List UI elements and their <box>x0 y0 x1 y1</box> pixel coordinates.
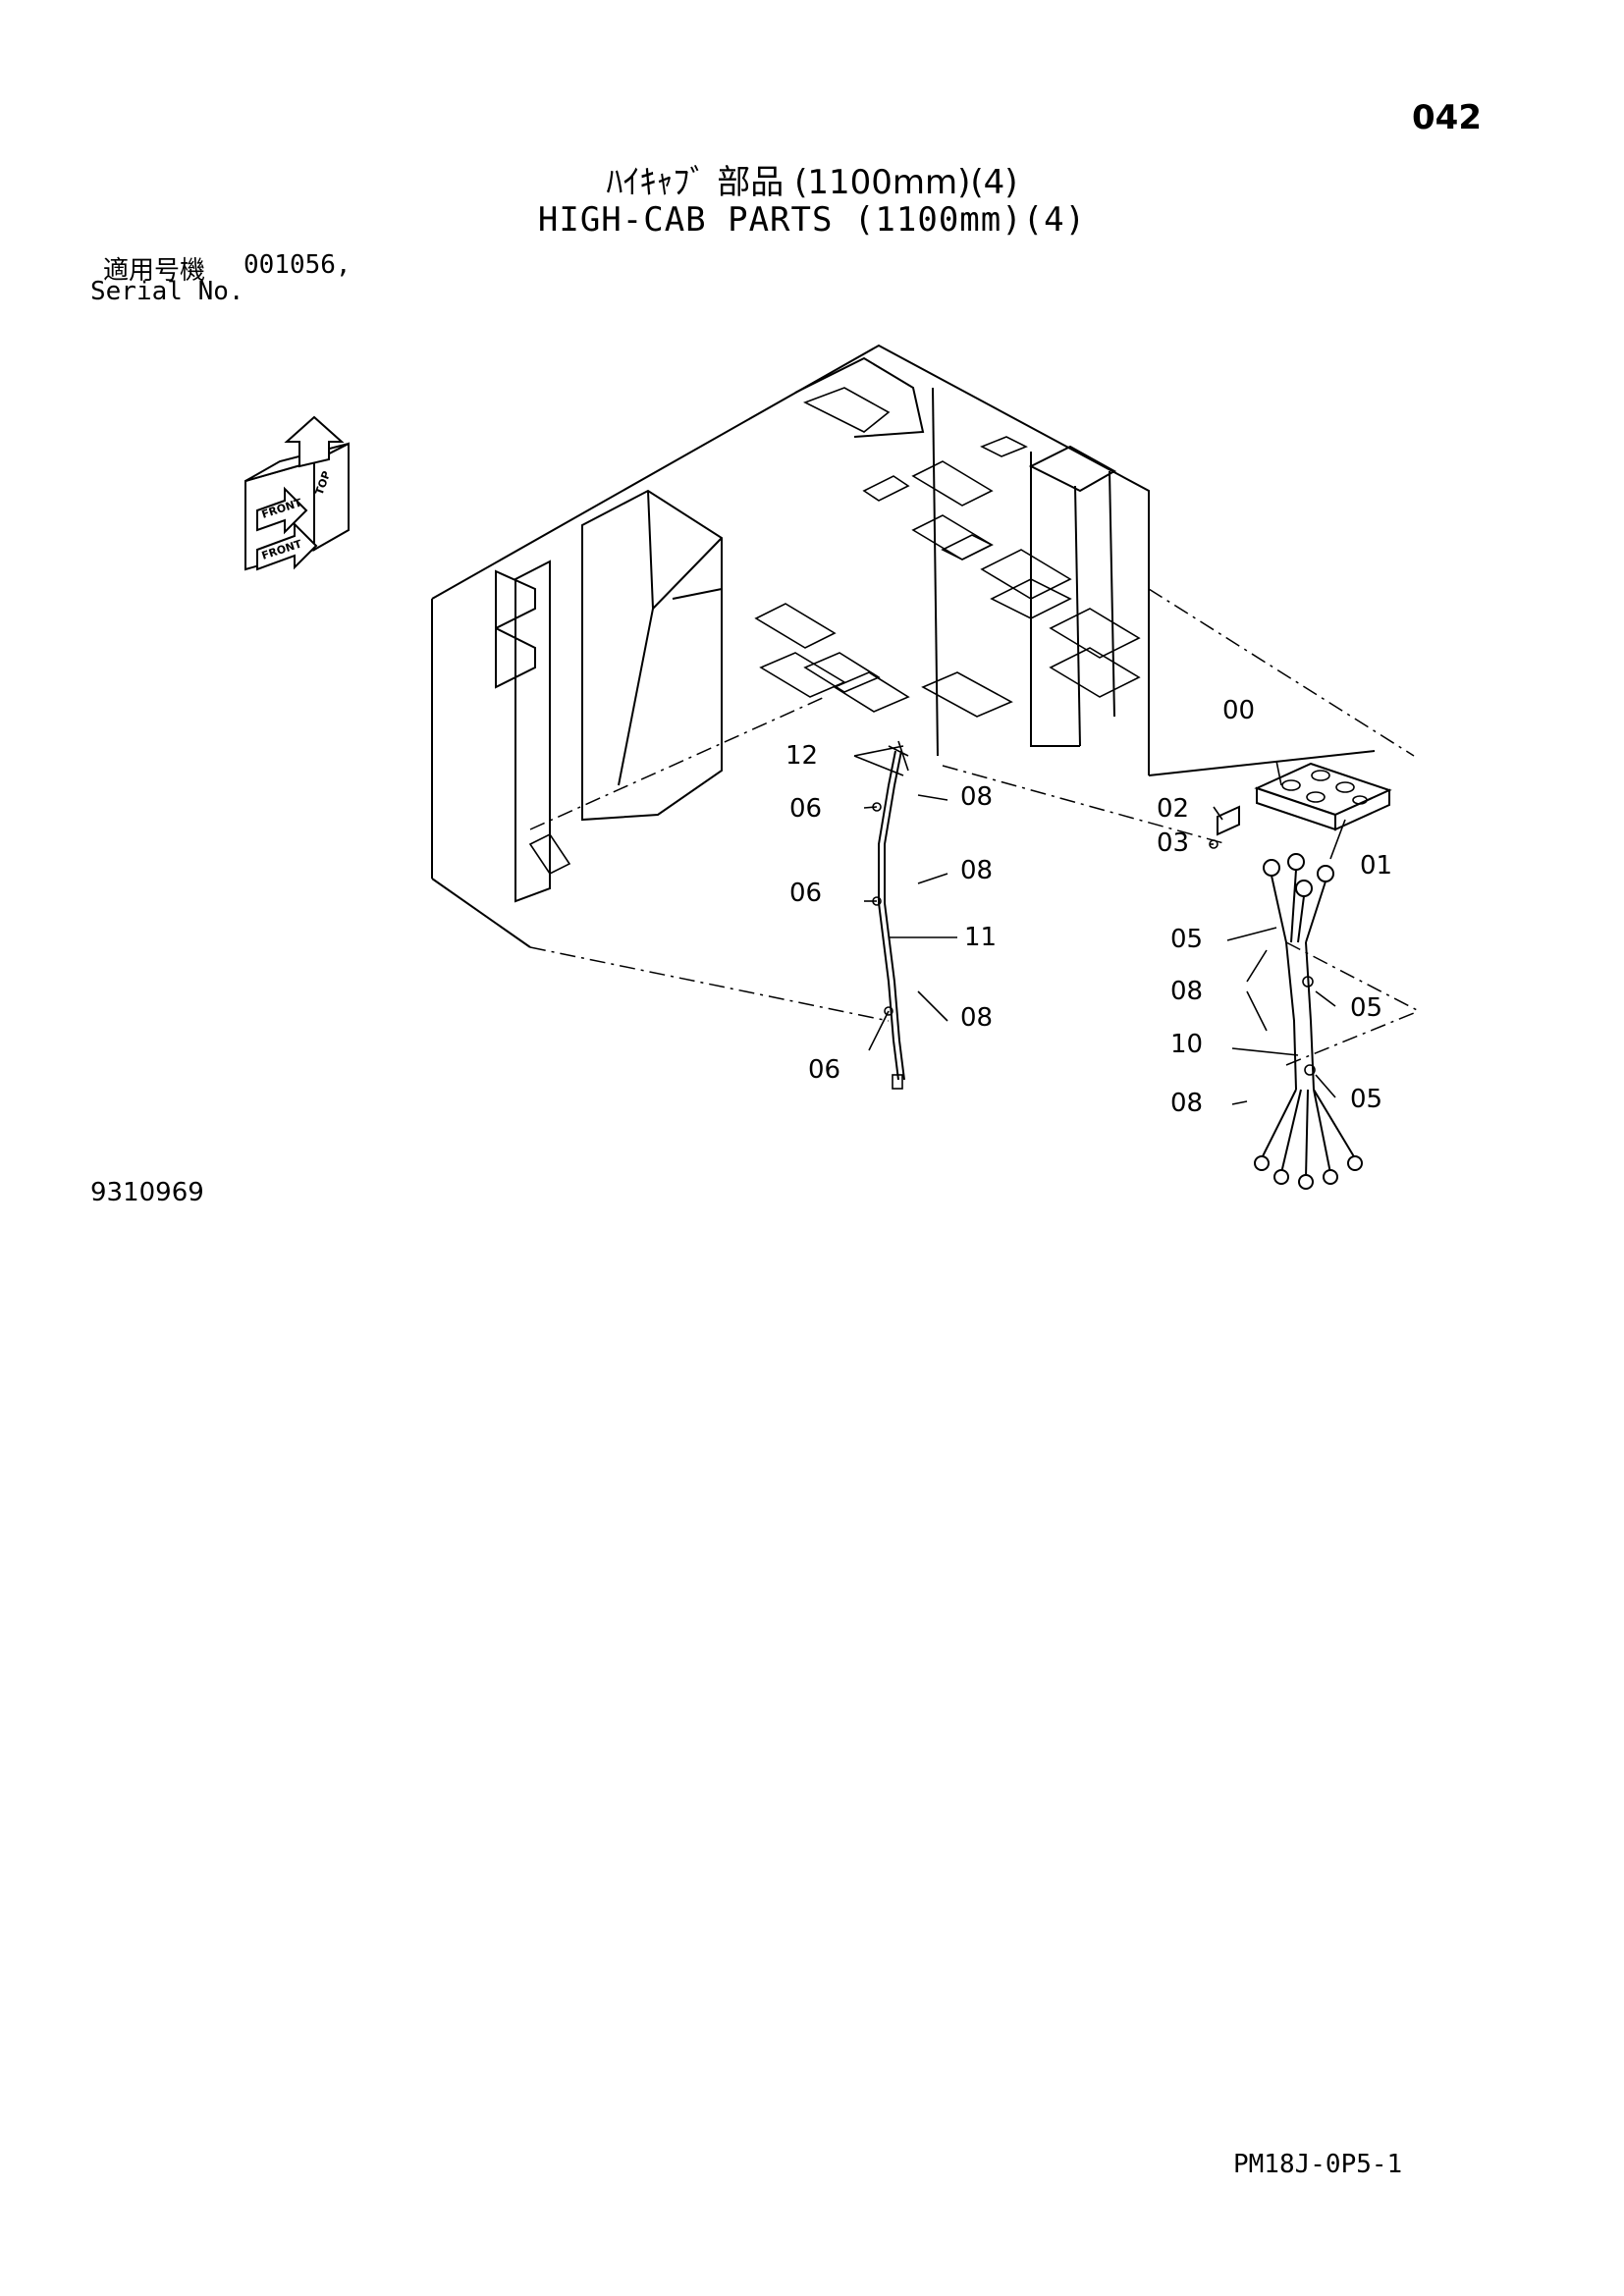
wire-harness-part-10 <box>1254 853 1363 1190</box>
cab-frame <box>431 344 1420 1066</box>
callout-05-c: 05 <box>1350 1085 1382 1114</box>
callout-02: 02 <box>1157 794 1189 824</box>
serial-label-english: Serial No. <box>90 277 244 306</box>
callout-12: 12 <box>785 741 818 771</box>
callout-08-d: 08 <box>1170 977 1203 1006</box>
leader-lines <box>853 745 1346 1105</box>
callout-01: 01 <box>1360 851 1392 881</box>
callout-08-a: 08 <box>960 782 993 812</box>
callout-05-b: 05 <box>1350 993 1382 1023</box>
callout-11: 11 <box>964 923 997 952</box>
bolt-parts-02-03 <box>1209 805 1240 849</box>
serial-value: 001056, <box>244 250 352 280</box>
callout-06-c: 06 <box>808 1055 840 1085</box>
page-code: PM18J-0P5-1 <box>1233 2150 1403 2179</box>
callout-08-e: 08 <box>1170 1089 1203 1118</box>
callout-00: 00 <box>1222 696 1255 725</box>
page-title-english: HIGH-CAB PARTS (1100mm)(4) <box>537 200 1087 240</box>
page-number: 042 <box>1412 98 1482 137</box>
callout-08-b: 08 <box>960 856 993 885</box>
orientation-indicator: TOP FRONT FRONT <box>244 415 350 571</box>
callout-10: 10 <box>1170 1030 1203 1059</box>
page-title-japanese: ﾊｲｷｬﾌﾞ 部品 (1100mm)(4) <box>606 163 1018 202</box>
callout-05-a: 05 <box>1170 925 1203 954</box>
wire-harness-part-11 <box>872 740 909 1090</box>
callout-06-a: 06 <box>789 794 822 824</box>
callout-08-c: 08 <box>960 1003 993 1033</box>
callout-03: 03 <box>1157 828 1189 858</box>
serial-label-japanese: 適用号機 <box>103 256 206 286</box>
drawing-number: 9310969 <box>90 1178 204 1207</box>
callout-06-b: 06 <box>789 879 822 908</box>
bracket-part-00 <box>1254 762 1392 831</box>
